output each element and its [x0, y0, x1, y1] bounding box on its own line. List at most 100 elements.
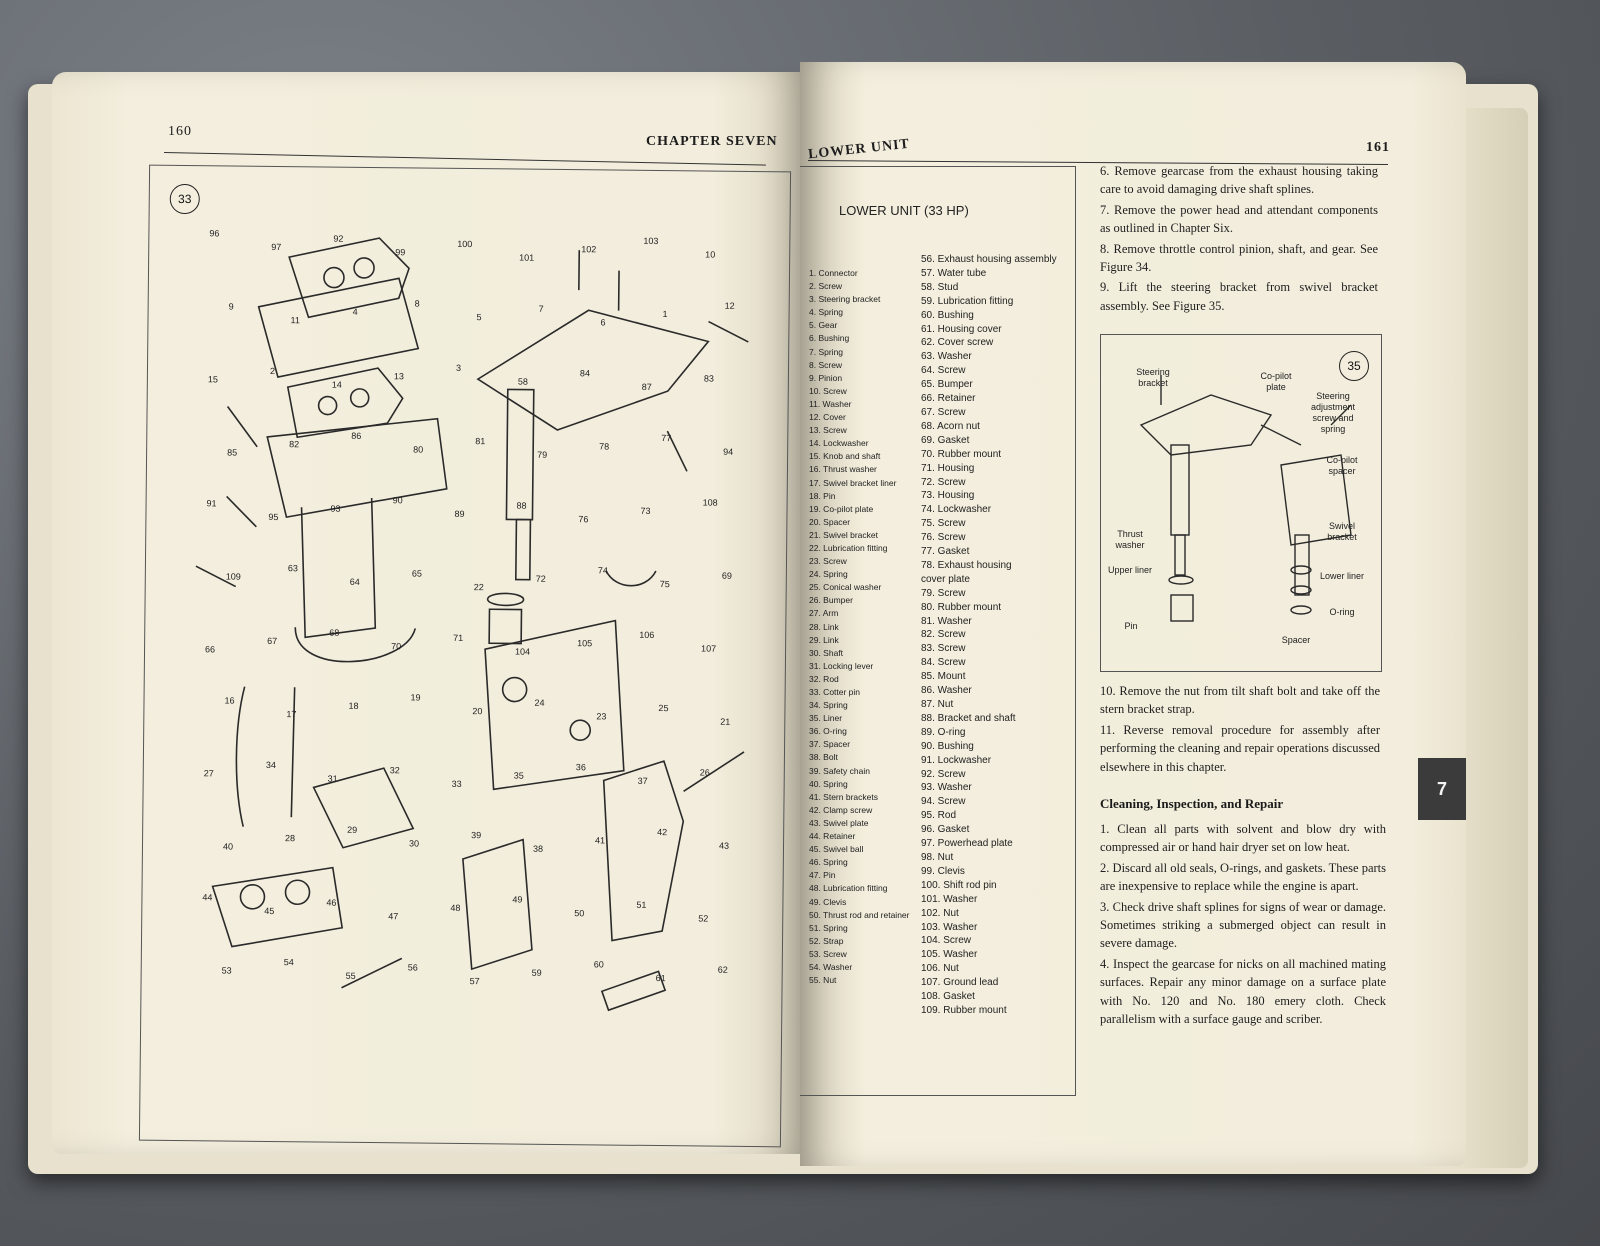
figure-35-frame: 35 Steering bracket Co-pilot plate Steer…	[1100, 334, 1382, 672]
part-callout-number: 80	[413, 444, 423, 454]
legend-item: 104. Screw	[921, 935, 972, 947]
strap-52	[600, 970, 667, 1012]
legend-title: LOWER UNIT (33 HP)	[839, 203, 969, 218]
part-callout-number: 21	[720, 717, 730, 727]
legend-item: 50. Thrust rod and retainer	[809, 909, 910, 920]
callout-steering-bracket: Steering bracket	[1136, 367, 1170, 388]
part-callout-number: 38	[533, 844, 543, 854]
legend-item: 73. Housing	[921, 490, 975, 502]
part-callout-number: 55	[346, 971, 356, 981]
part-callout-number: 77	[661, 433, 671, 443]
part-callout-number: 108	[703, 497, 718, 507]
legend-item: 43. Swivel plate	[809, 817, 869, 828]
legend-item: 18. Pin	[809, 490, 836, 501]
part-callout-number: 79	[537, 450, 547, 460]
legend-item: 78. Exhaust housing	[921, 559, 1012, 571]
part-callout-number: 73	[640, 506, 650, 516]
legend-item: 68. Acorn nut	[921, 420, 980, 432]
part-callout-number: 100	[457, 239, 472, 249]
legend-item: 51. Spring	[809, 922, 848, 933]
callout-co-pilot-plate: Co-pilot plate	[1260, 371, 1292, 392]
part-callout-number: 70	[391, 641, 401, 651]
step-paragraph: 11. Reverse removal procedure for assemb…	[1100, 722, 1380, 774]
part-callout-number: 68	[329, 628, 339, 638]
legend-item: 6. Bushing	[809, 333, 850, 344]
legend-item: 41. Stern brackets	[809, 791, 878, 802]
legend-item: 4. Spring	[809, 307, 844, 318]
section-heading: Cleaning, Inspection, and Repair	[1100, 796, 1284, 811]
part-callout-number: 52	[698, 913, 708, 923]
legend-item: 19. Co-pilot plate	[809, 503, 874, 514]
part-callout-number: 96	[209, 228, 219, 238]
step-paragraph: 7. Remove the power head and attendant c…	[1100, 202, 1378, 236]
legend-item: 92. Screw	[921, 768, 966, 780]
step-paragraph: 2. Discard all old seals, O-rings, and g…	[1100, 860, 1386, 894]
legend-item: 32. Rod	[809, 673, 839, 684]
legend-item: 23. Screw	[809, 556, 847, 567]
part-callout-number: 30	[409, 838, 419, 848]
part-callout-number: 15	[208, 374, 218, 384]
callout-swivel-bracket: Swivel bracket	[1327, 521, 1357, 542]
legend-item: 80. Rubber mount	[921, 601, 1002, 613]
legend-item: 81. Washer	[921, 615, 972, 627]
part-callout-number: 22	[474, 582, 484, 592]
part-callout-number: 78	[599, 441, 609, 451]
part-callout-number: 81	[475, 436, 485, 446]
legend-item: 10. Screw	[809, 385, 847, 396]
legend-item: 100. Shift rod pin	[921, 879, 997, 891]
part-callout-number: 35	[514, 771, 524, 781]
figure-35-diagram	[1139, 375, 1352, 622]
part-callout-number: 85	[227, 447, 237, 457]
legend-item: 35. Liner	[809, 713, 843, 724]
part-callout-number: 50	[574, 908, 584, 918]
gasket-96-lower	[286, 367, 404, 439]
step-paragraph: 9. Lift the steering bracket from swivel…	[1100, 280, 1378, 313]
legend-item: 37. Spacer	[809, 739, 851, 750]
stern-bracket-right	[602, 760, 685, 942]
right-page: LOWER UNIT 161 LOWER UNIT (33 HP) 1. Con…	[800, 62, 1466, 1166]
legend-item: 108. Gasket	[921, 991, 975, 1003]
legend-item: 31. Locking lever	[809, 660, 874, 671]
legend-item: 69. Gasket	[921, 434, 970, 446]
part-callout-number: 104	[515, 647, 530, 657]
part-callout-number: 106	[639, 630, 654, 640]
legend-item: 25. Conical washer	[809, 582, 882, 593]
legend-item: 87. Nut	[921, 699, 954, 710]
legend-item: 107. Ground lead	[921, 977, 999, 989]
legend-item: 57. Water tube	[921, 267, 987, 279]
part-callout-number: 23	[596, 711, 606, 721]
legend-item: 60. Bushing	[921, 309, 974, 321]
part-callout-number: 59	[532, 968, 542, 978]
ground-lead	[605, 570, 657, 587]
part-callout-number: 94	[723, 447, 733, 457]
part-callout-number: 103	[643, 236, 658, 246]
part-callout-number: 53	[222, 965, 232, 975]
legend-item: 45. Swivel ball	[809, 844, 864, 855]
part-callout-number: 93	[330, 504, 340, 514]
part-callout-number: 17	[286, 709, 296, 719]
part-callout-number: 74	[598, 565, 608, 575]
part-callout-number: 61	[656, 973, 666, 983]
legend-item: 48. Lubrication fitting	[809, 883, 888, 894]
part-callout-number: 48	[450, 903, 460, 913]
part-callout-number: 63	[288, 563, 298, 573]
legend-item: 39. Safety chain	[809, 765, 870, 776]
legend-item: 28. Link	[809, 621, 839, 632]
legend-item: 106. Nut	[921, 963, 959, 975]
legend-item: 85. Mount	[921, 671, 966, 683]
steering-bracket	[476, 309, 710, 431]
legend-item: 84. Screw	[921, 657, 966, 669]
part-callout-number: 20	[472, 706, 482, 716]
part-callout-number: 88	[517, 501, 527, 511]
legend-item: 21. Swivel bracket	[809, 529, 878, 540]
legend-item: 36. O-ring	[809, 726, 847, 737]
legend-item: 96. Gasket	[921, 824, 970, 836]
legend-item: 71. Housing	[921, 462, 975, 474]
callout-steering-adjustment: Steering adjustment screw and spring	[1310, 391, 1356, 434]
legend-item: 93. Washer	[921, 782, 972, 794]
part-callout-number: 87	[642, 382, 652, 392]
callout-spacer: Spacer	[1281, 635, 1311, 645]
part-callout-number: 92	[333, 234, 343, 244]
